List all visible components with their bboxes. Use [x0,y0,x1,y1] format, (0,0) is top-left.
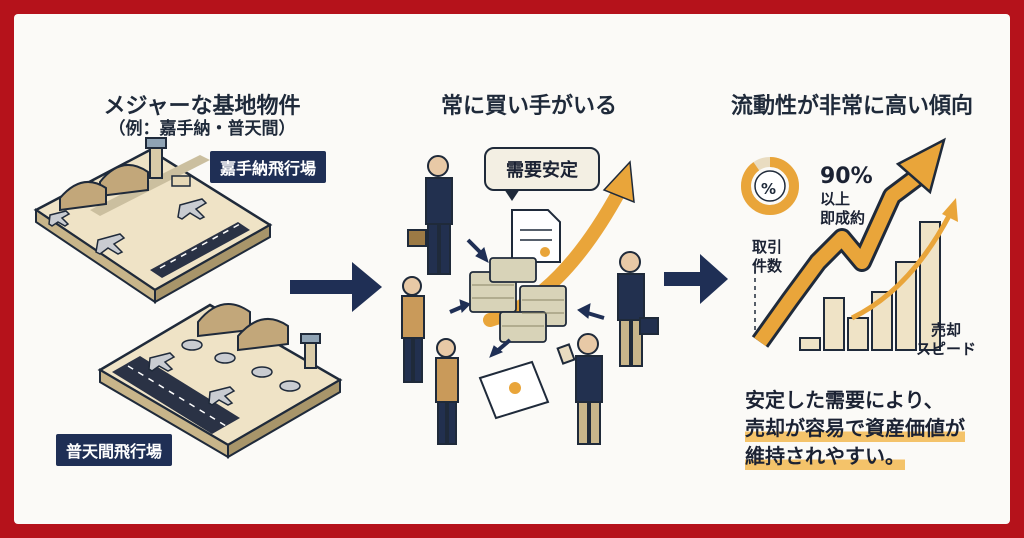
summary-text: 安定した需要により、 売却が容易で資産価値が 維持されやすい。 [745,386,965,470]
futenma-tag: 普天間飛行場 [56,434,173,466]
kadena-airbase-illustration [33,137,273,304]
flow-arrow-right [664,254,728,304]
percent-caption-line2: 即成約 [820,209,866,227]
kadena-tag: 嘉手納飛行場 [210,151,327,183]
axis-label-line2: 件数 [752,257,783,275]
illustration-layer [33,137,958,459]
axis-label-transactions: 取引 件数 [752,238,782,276]
section-left-subtitle: （例：嘉手納・普天間） [108,119,296,139]
summary-line3: 維持されやすい。 [745,442,905,470]
summary-line2: 売却が容易で資産価値が [745,414,965,442]
flow-arrow-left [290,262,382,312]
buyers-illustration [401,155,659,445]
section-left-title: メジャーな基地物件 [103,94,301,119]
percent-caption-line1: 以上 [820,190,851,208]
axis-label-speed: 売却 スピード [916,321,976,359]
speed-line2: スピード [916,340,977,358]
section-middle-title: 常に買い手がいる [440,94,617,119]
summary-line1: 安定した需要により、 [745,388,944,412]
infographic-frame: メジャーな基地物件 （例：嘉手納・普天間） 嘉手納飛行場 普天間飛行場 常に買い… [14,14,1010,524]
section-right-title: 流動性が非常に高い傾向 [730,94,973,119]
percent-caption: 以上 即成約 [820,190,865,228]
liquidity-chart-illustration [741,137,958,351]
speed-line1: 売却 [931,321,962,339]
percent-value: 90% [820,164,873,189]
axis-label-line1: 取引 [752,238,783,256]
percent-symbol: % [761,180,777,198]
futenma-airbase-illustration [97,303,343,459]
bubble-text: 需要安定 [506,160,578,181]
demand-stable-bubble: 需要安定 [484,147,600,201]
